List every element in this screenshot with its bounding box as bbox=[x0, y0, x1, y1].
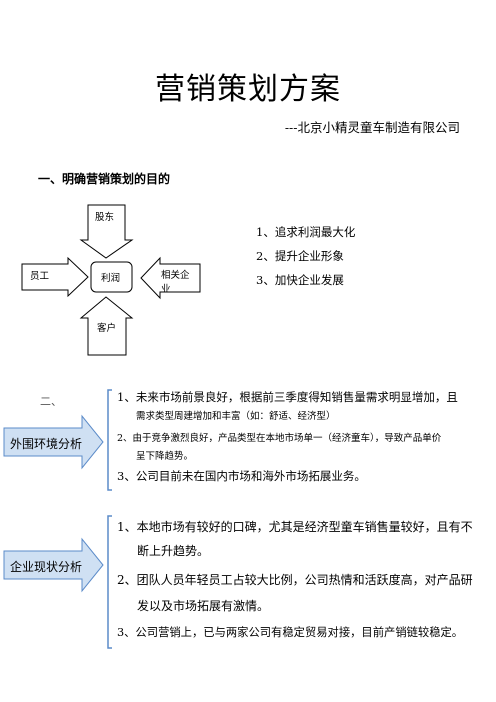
section2-item2-line1: 2、由于竞争激烈良好，产品类型在本地市场单一（经济童车），导致产品单价 bbox=[117, 433, 442, 444]
bracket-section3 bbox=[107, 515, 112, 649]
diagram-top-label: 股东 bbox=[95, 212, 115, 223]
diagram-bottom-label: 客户 bbox=[97, 323, 117, 334]
arrow-external-analysis bbox=[3, 414, 104, 470]
page-subtitle: ---北京小精灵童车制造有限公司 bbox=[284, 120, 460, 135]
section2-item1-line1: 1、未来市场前景良好，根据前三季度得知销售量需求明显增加，且 bbox=[117, 390, 458, 404]
section3-item2-line1: 2、团队人员年轻员工占较大比例，公司热情和活跃度高，对产品研 bbox=[117, 573, 473, 587]
section2-item3-line1: 3、公司目前未在国内市场和海外市场拓展业务。 bbox=[117, 469, 366, 483]
section2-label: 外围环境分析 bbox=[10, 437, 83, 451]
diagram-right-label-1: 相关企 bbox=[161, 270, 190, 281]
arrow-left-partners bbox=[140, 256, 201, 300]
section2-item1-line2: 需求类型周建增加和丰富（如：舒适、经济型） bbox=[136, 411, 336, 422]
center-box bbox=[90, 261, 133, 293]
arrow-down-shareholders bbox=[79, 204, 134, 259]
objective-1: 1、追求利润最大化 bbox=[256, 225, 356, 239]
bracket-section2 bbox=[107, 389, 112, 491]
diagram-left-label: 员工 bbox=[30, 271, 50, 282]
arrow-right-employees bbox=[21, 256, 89, 298]
section3-item1-line2: 断上升趋势。 bbox=[137, 544, 210, 558]
section3-item3-line1: 3、公司营销上，已与两家公司有稳定贸易对接，目前产销链较稳定。 bbox=[117, 626, 464, 639]
section3-item1-line1: 1、本地市场有较好的口碑，尤其是经济型童车销售量较好，且有不 bbox=[117, 520, 473, 534]
section2-number: 二、 bbox=[40, 395, 62, 408]
section2-item2-line2: 呈下降趋势。 bbox=[136, 451, 194, 462]
diagram-right-label-2: 业 bbox=[161, 284, 171, 295]
section3-label: 企业现状分析 bbox=[10, 560, 83, 574]
section1-heading: 一、明确营销策划的目的 bbox=[38, 172, 171, 186]
diagram-center-label: 利润 bbox=[101, 273, 121, 284]
arrow-company-analysis bbox=[3, 537, 104, 593]
arrow-up-customers bbox=[79, 296, 134, 356]
section3-item2-line2: 发以及市场拓展有激情。 bbox=[137, 599, 270, 613]
objective-3: 3、加快企业发展 bbox=[256, 273, 344, 287]
objective-2: 2、提升企业形象 bbox=[256, 249, 344, 263]
page-title: 营销策划方案 bbox=[155, 72, 341, 107]
